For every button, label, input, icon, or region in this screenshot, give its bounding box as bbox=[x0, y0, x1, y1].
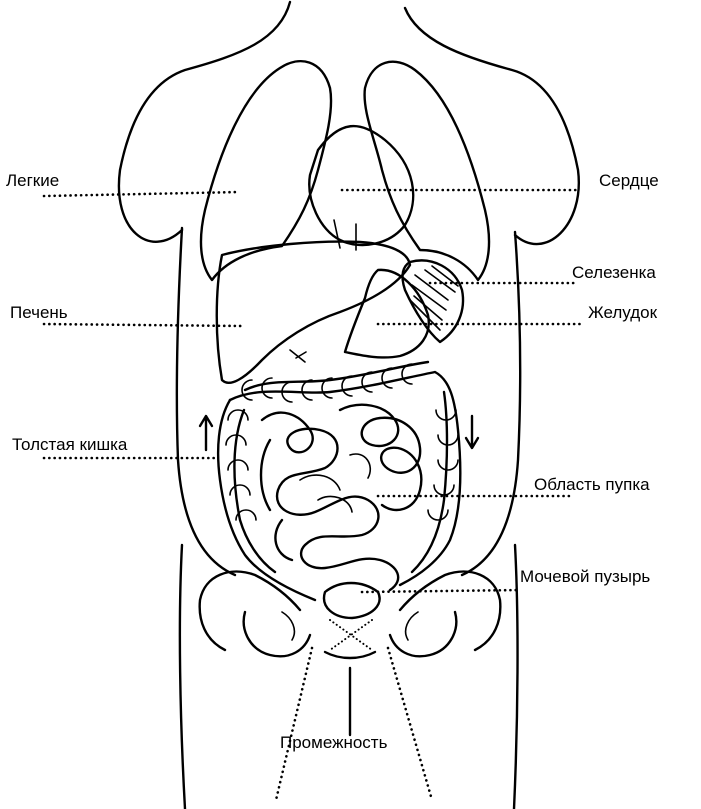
label-bladder: Мочевой пузырь bbox=[520, 567, 650, 586]
pelvis bbox=[200, 572, 501, 658]
label-colon: Толстая кишка bbox=[12, 435, 128, 454]
label-navel-area: Область пупка bbox=[534, 475, 650, 494]
bladder bbox=[324, 583, 380, 618]
label-heart: Сердце bbox=[599, 171, 659, 190]
label-stomach: Желудок bbox=[588, 303, 658, 322]
label-spleen: Селезенка bbox=[572, 263, 656, 282]
leader-lines bbox=[44, 190, 582, 800]
arrows bbox=[200, 416, 478, 450]
liver bbox=[217, 242, 410, 383]
small-intestine bbox=[261, 405, 421, 590]
label-lungs: Легкие bbox=[6, 171, 59, 190]
label-liver: Печень bbox=[10, 303, 68, 322]
label-perineum: Промежность bbox=[280, 733, 388, 752]
lungs bbox=[201, 61, 489, 280]
spleen bbox=[403, 260, 463, 342]
